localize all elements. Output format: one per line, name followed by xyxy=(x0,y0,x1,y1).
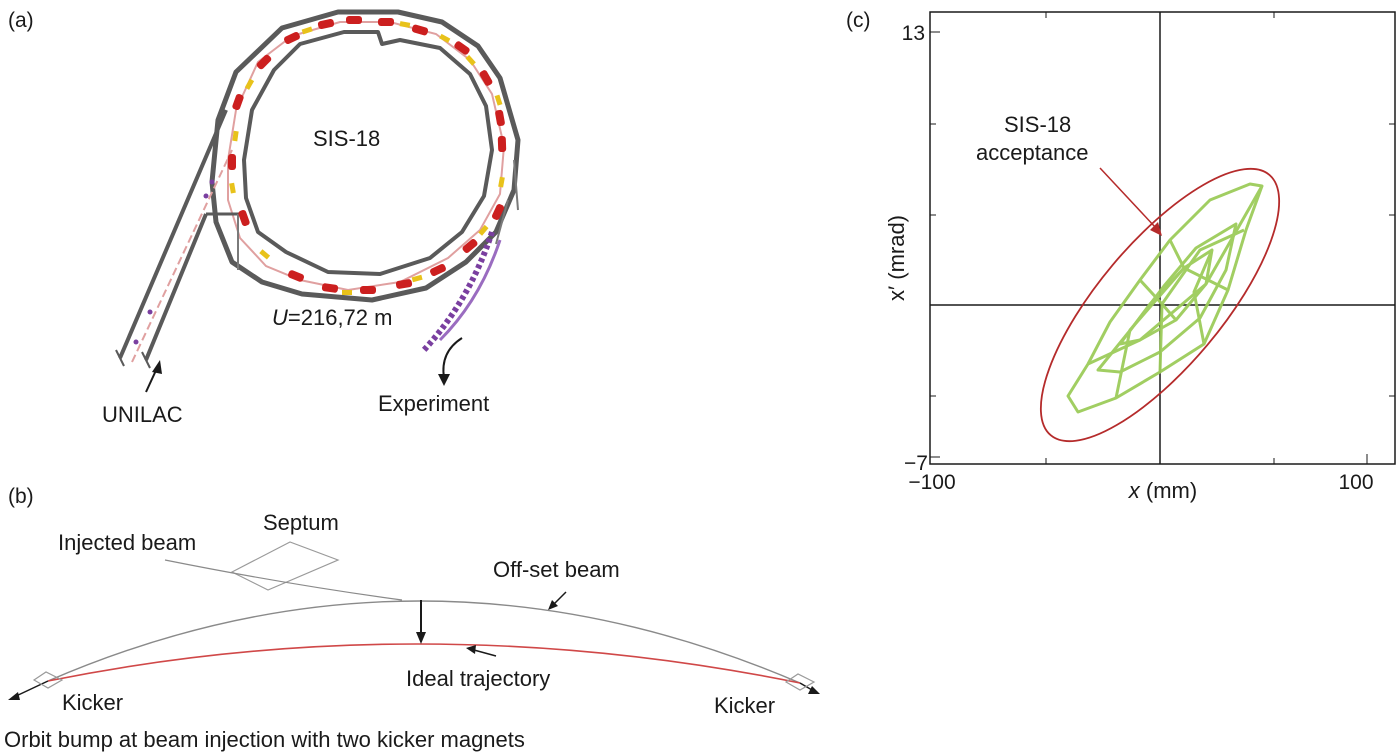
plot-frame xyxy=(929,11,1396,465)
acceptance-pointer-head xyxy=(1150,222,1162,236)
kicker-right-label: Kicker xyxy=(714,693,775,718)
injection-line xyxy=(115,109,240,369)
injected-beam-label: Injected beam xyxy=(58,530,196,555)
septum-magnet xyxy=(230,541,340,591)
offset-beam xyxy=(47,600,801,684)
phase-space-distribution xyxy=(1066,182,1264,414)
unilac-arrow xyxy=(145,360,162,393)
ideal-trajectory-pointer-head xyxy=(466,645,476,654)
x-axis-label: x (mm) xyxy=(1128,478,1197,503)
y-tick-bottom: −7 xyxy=(904,452,928,475)
beam-exit-left-arrowhead xyxy=(8,692,20,700)
ring-outer-wall xyxy=(209,9,521,303)
ring-name-label: SIS-18 xyxy=(313,126,380,151)
quadrupole-magnets xyxy=(229,21,505,295)
panel-a-letter: (a) xyxy=(8,9,34,32)
acceptance-pointer xyxy=(1099,167,1157,229)
bump-arrowhead xyxy=(416,632,426,644)
y-tick-top: 13 xyxy=(902,22,925,45)
septum-label: Septum xyxy=(263,510,339,535)
beam-exit-right-arrowhead xyxy=(808,686,820,694)
offset-beam-pointer-head xyxy=(548,600,558,610)
axis-ticks xyxy=(930,12,1395,464)
circumference-label: U=216,72 m xyxy=(272,305,392,330)
injected-beam xyxy=(164,559,403,601)
unilac-label: UNILAC xyxy=(102,402,183,427)
kicker-left-label: Kicker xyxy=(62,690,123,715)
kicker-left-magnet xyxy=(32,671,64,689)
beam-exit-left-arrow xyxy=(13,680,49,698)
acceptance-label-line1: SIS-18 xyxy=(1004,112,1071,137)
panel-c-letter: (c) xyxy=(846,9,871,32)
experiment-arrow xyxy=(438,337,463,386)
acceptance-label-line2: acceptance xyxy=(976,140,1089,165)
ring-inner-wall xyxy=(242,30,494,276)
panel-b-letter: (b) xyxy=(8,485,34,508)
ideal-trajectory-label: Ideal trajectory xyxy=(406,666,550,691)
kicker-right-magnet xyxy=(784,673,816,691)
panel-b: (b) Septum Injected beam Kicker Kicker O… xyxy=(4,485,820,752)
panel-c: (c) 13 −7 −100 100 x (mm) x′ ( xyxy=(846,9,1396,503)
acceptance-ellipse xyxy=(1039,167,1281,443)
panel-b-caption: Orbit bump at beam injection with two ki… xyxy=(4,727,525,752)
offset-beam-label: Off-set beam xyxy=(493,557,620,582)
x-tick-right: 100 xyxy=(1338,471,1373,494)
experiment-label: Experiment xyxy=(378,391,489,416)
ideal-trajectory xyxy=(47,643,801,684)
ideal-trajectory-pointer xyxy=(473,649,497,657)
dipole-magnets xyxy=(228,16,507,294)
x-tick-left: −100 xyxy=(908,471,955,494)
y-axis-label: x′ (mrad) xyxy=(884,215,909,301)
panel-a: (a) xyxy=(8,9,521,427)
extraction-line xyxy=(421,159,519,353)
